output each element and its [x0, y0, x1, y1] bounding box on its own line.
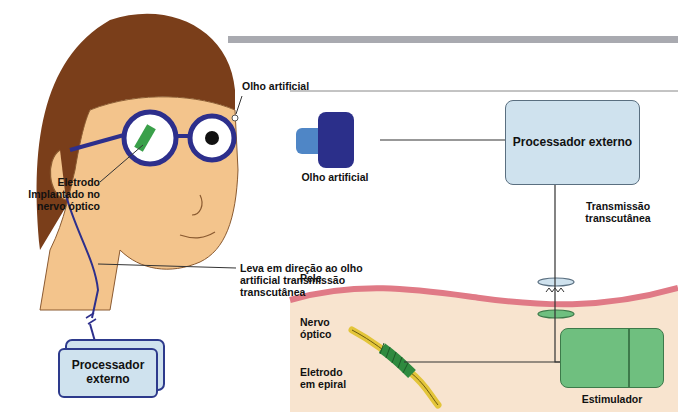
leader-line [98, 264, 236, 268]
processor-box: Processador externo [58, 348, 158, 398]
artificial-eye-icon: Olho artificial [290, 112, 380, 183]
callout-label: Transmissão transcutânea [568, 200, 668, 224]
camera-dot [232, 115, 238, 121]
panel-rule [290, 91, 678, 92]
callout-label: Nervo óptico [300, 316, 350, 340]
header-bar [228, 36, 678, 43]
glasses-arm [70, 135, 124, 150]
callout-label: Eletrodo Implantado no nervo óptico [4, 176, 100, 212]
mouth [180, 232, 215, 238]
processor-box: Processador externo [505, 100, 640, 185]
spiral-electrode [382, 348, 412, 374]
artificial-eye [205, 131, 219, 145]
box-text: Processador externo [513, 136, 632, 150]
callout-label: Pele [300, 272, 350, 284]
box-text: Processador externo [66, 359, 150, 387]
nose [192, 195, 202, 215]
external-coil [538, 278, 574, 286]
eye-shape [290, 112, 380, 168]
skin-layer [290, 288, 678, 304]
electrode-lead [404, 361, 560, 362]
stimulator-box: Estimulador [560, 328, 670, 405]
connector [380, 139, 505, 140]
stimulator-shape [560, 328, 670, 390]
leader-line [100, 145, 143, 182]
node-label: Olho artificial [290, 171, 380, 183]
optic-nerve-edge [352, 330, 438, 405]
implanted-electrode [134, 124, 156, 152]
glasses-left-lens [124, 112, 176, 164]
callout-label: Olho artificial [242, 80, 332, 92]
callout-label: Eletrodo em epiral [300, 366, 360, 390]
node-label: Estimulador [560, 393, 664, 405]
glasses-bridge [176, 134, 190, 138]
glasses-right-lens [190, 116, 234, 160]
tissue [290, 288, 678, 412]
cable [66, 195, 98, 318]
optic-nerve [352, 330, 438, 405]
internal-coil [538, 310, 574, 318]
cable-break [86, 313, 96, 324]
leader-line [236, 96, 242, 114]
